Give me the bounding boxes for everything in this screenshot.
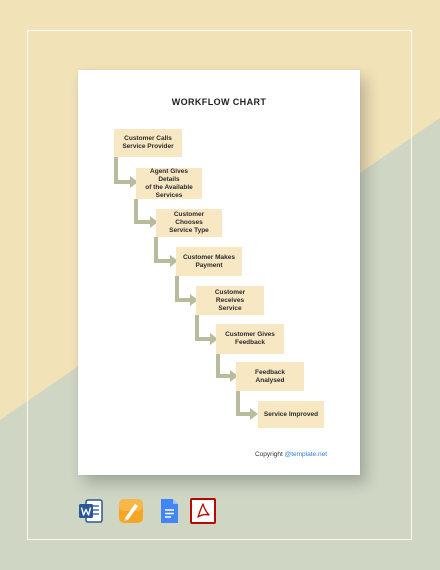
step-customer-calls: Customer Calls Service Provider — [114, 129, 182, 157]
step-customer-chooses: Customer Chooses Service Type — [156, 209, 222, 237]
decorative-frame — [27, 30, 412, 540]
step-customer-makes-payment: Customer Makes Payment — [176, 247, 242, 276]
flow-connectors — [114, 157, 258, 420]
google-docs-icon[interactable] — [156, 498, 182, 524]
step-customer-receives: Customer Receives Service — [196, 286, 264, 315]
pages-icon[interactable] — [118, 498, 144, 524]
copyright-label: Copyright — [254, 451, 283, 458]
copyright-notice: Copyright @template.net — [255, 451, 327, 458]
step-agent-gives-details: Agent Gives Details of the Available Ser… — [136, 168, 202, 199]
document-page: WORKFLOW CHART Customer Calls Service Pr… — [78, 70, 360, 475]
step-feedback-analysed: Feedback Analysed — [236, 362, 304, 391]
copyright-link[interactable]: @template.net — [284, 451, 327, 458]
document-title: WORKFLOW CHART — [171, 97, 267, 107]
pdf-icon[interactable] — [190, 498, 216, 524]
step-service-improved: Service Improved — [258, 401, 324, 428]
step-customer-gives-feedback: Customer Gives Feedback — [216, 324, 284, 354]
word-icon[interactable] — [78, 498, 104, 524]
